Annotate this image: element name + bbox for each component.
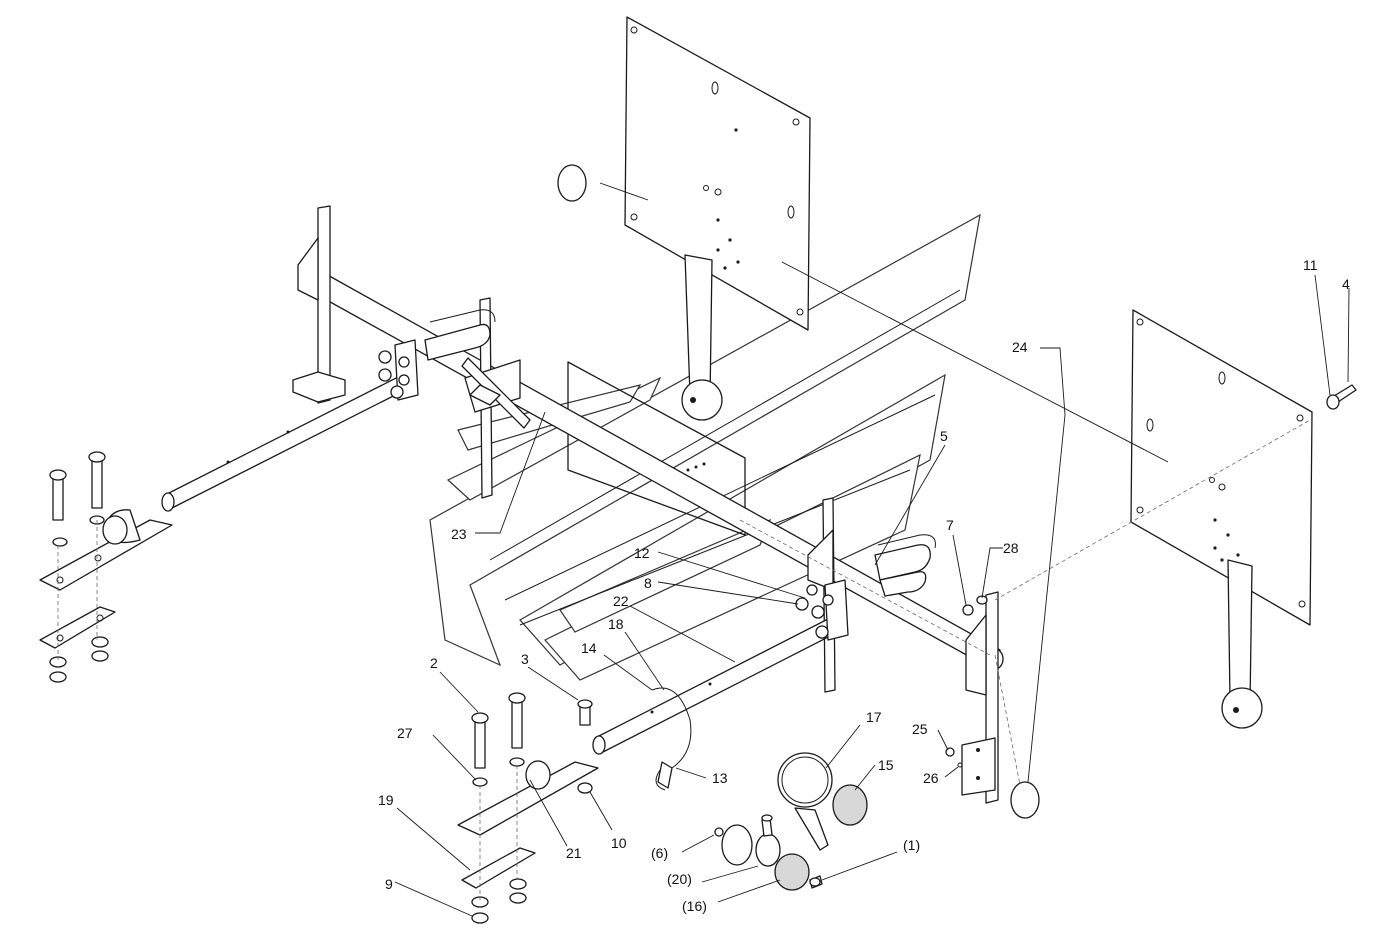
callout-4: 4	[1342, 276, 1350, 292]
callout-13: 13	[712, 770, 728, 786]
callout-17: 17	[866, 709, 882, 725]
left-arm-tube	[161, 371, 416, 512]
reflector-plate-left	[624, 16, 811, 421]
callout-2: 2	[430, 655, 438, 671]
amber-reflector	[832, 784, 868, 826]
left-u-bolt	[424, 309, 496, 361]
round-reflector-bottom	[1010, 781, 1040, 819]
callout-8: 8	[644, 575, 652, 591]
left-flange-plate	[378, 339, 419, 401]
lens-nut	[714, 827, 724, 837]
callout-19: 19	[378, 792, 394, 808]
callout-3: 3	[521, 651, 529, 667]
right-flange-plate	[795, 579, 849, 641]
center-upright-bracket	[461, 297, 531, 499]
callout-23: 23	[451, 526, 467, 542]
red-reflector-small	[774, 853, 810, 891]
assembly-guides	[739, 419, 1311, 786]
end-post-bracket	[961, 591, 999, 804]
leader-plate-link	[781, 261, 1169, 463]
callout-labels: (1) 2 3 4 5 (6) 7 8 9 10 11 12 13 14 15 …	[378, 257, 1350, 914]
callout-27: 27	[397, 725, 413, 741]
callout-leaders	[394, 274, 1350, 917]
callout-18: 18	[608, 616, 624, 632]
callout-9: 9	[385, 876, 393, 892]
left-upright-bracket	[292, 205, 346, 404]
callout-28: 28	[1003, 540, 1019, 556]
callout-10: 10	[611, 835, 627, 851]
callout-6: (6)	[651, 845, 668, 861]
mounting-strap	[777, 752, 833, 851]
callout-7: 7	[946, 517, 954, 533]
callout-25: 25	[912, 721, 928, 737]
lamp-housing	[721, 814, 781, 867]
callout-16: (16)	[682, 898, 707, 914]
callout-14: 14	[581, 640, 597, 656]
callout-26: 26	[923, 770, 939, 786]
callout-21: 21	[566, 845, 582, 861]
small-hardware	[809, 384, 1357, 889]
left-clamp-assembly	[39, 451, 173, 683]
callout-22: 22	[613, 593, 629, 609]
callout-20: (20)	[667, 871, 692, 887]
callout-11: 11	[1303, 257, 1318, 273]
callout-24: 24	[1012, 339, 1028, 355]
callout-12: 12	[634, 545, 650, 561]
right-u-bolt	[874, 534, 936, 597]
right-clamp-assembly	[457, 692, 599, 924]
reflector-plate-right	[1130, 309, 1313, 729]
round-reflector-top	[557, 164, 649, 202]
callout-1: (1)	[903, 837, 920, 853]
linch-pin-with-cord	[651, 687, 692, 791]
callout-5: 5	[940, 428, 948, 444]
callout-15: 15	[878, 757, 894, 773]
